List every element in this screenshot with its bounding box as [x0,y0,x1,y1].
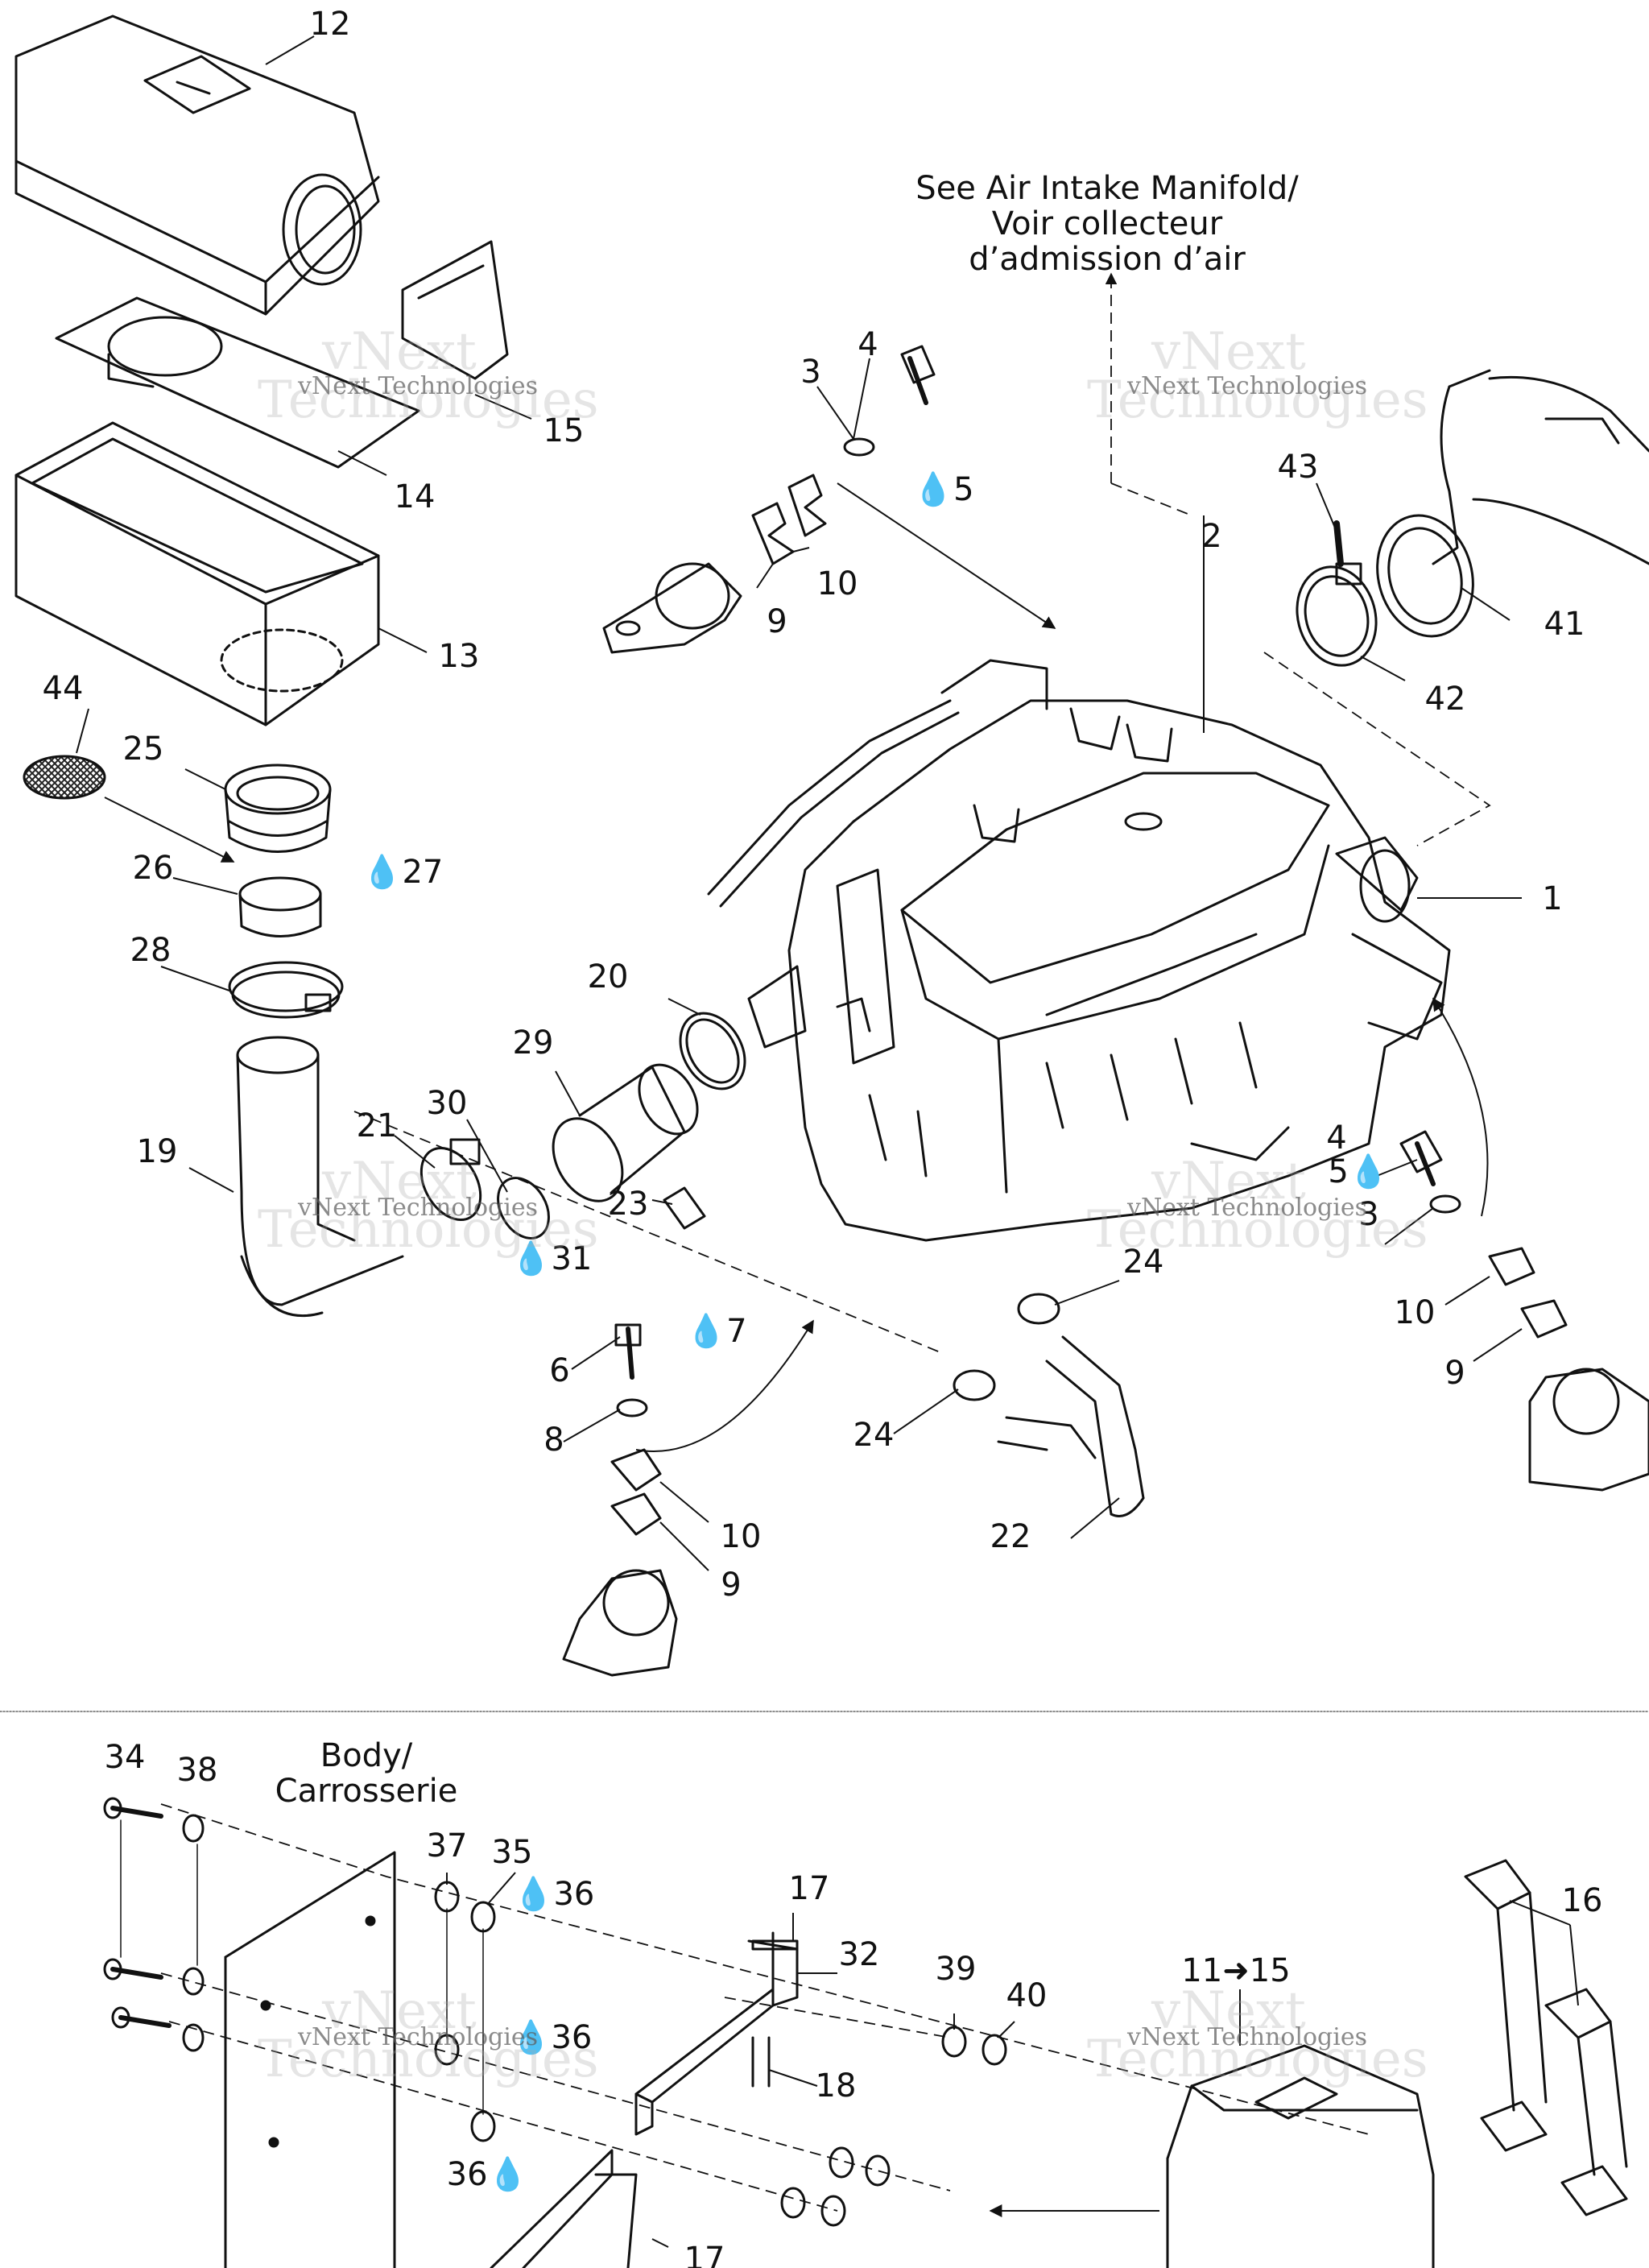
clamp-part-42 [1296,562,1378,667]
callout-5-right: 5💧 [1328,1153,1389,1190]
callout-24-lower: 24 [853,1417,895,1454]
clamp-part-21 [419,1138,482,1222]
screen-part-44 [23,755,106,800]
callout-23: 23 [607,1186,649,1223]
callout-40: 40 [1006,1977,1048,2014]
callout-24-upper: 24 [1122,1244,1164,1281]
callout-28: 28 [130,932,172,969]
callout-4-right: 4 [1326,1120,1347,1157]
clamp-part-24-b [953,1369,996,1401]
callout-11-15: 11➜15 [1181,1952,1291,1989]
callout-43: 43 [1277,449,1319,486]
callout-9-top: 9 [767,603,787,640]
callout-25: 25 [122,730,164,768]
pin-part-18 [751,2036,771,2088]
adaptor-part-25 [224,764,332,853]
callout-35: 35 [491,1834,533,1871]
callout-42: 42 [1424,681,1466,718]
callout-9-right: 9 [1444,1355,1465,1392]
callout-17-upper: 17 [788,1870,830,1907]
callout-39: 39 [935,1951,977,1988]
callout-6: 6 [549,1352,570,1389]
strap-part-16 [1464,1859,1628,2216]
callout-31: 💧31 [510,1240,593,1277]
callout-21: 21 [356,1107,398,1144]
mount-assembly-right [1399,1130,1649,1492]
intake-scoop [401,240,509,380]
bolt-part-34 [103,1797,172,2029]
callout-3-right: 3 [1358,1196,1379,1233]
airbox-cover-part-12 [14,14,380,316]
callout-8: 8 [543,1422,564,1459]
callout-36-upper: 💧36 [513,1876,595,1913]
callout-26: 26 [132,850,174,887]
callout-16: 16 [1561,1882,1603,1919]
callout-1: 1 [1542,880,1563,917]
callout-32: 32 [838,1936,880,1973]
pin-part-43 [1333,520,1344,567]
ring-part-26 [238,876,322,937]
engine-part-1 [707,659,1451,1242]
callout-41: 41 [1544,606,1585,643]
callout-44: 44 [42,670,84,707]
callout-13: 13 [438,638,480,675]
callout-17-lower: 17 [684,2241,725,2268]
callout-2: 2 [1201,518,1222,555]
washer-part-38 [182,1814,205,2052]
clamp-part-24-a [1017,1293,1060,1325]
hose-part-22 [997,1335,1145,1517]
alignment-lines [120,1819,198,1966]
callout-27: 💧27 [362,854,444,891]
callout-5-top: 💧5 [913,471,974,508]
mount-assembly-bottom [562,1323,678,1677]
gasket-part-14 [55,296,420,469]
washer-part-39 [780,2026,967,2219]
callout-14: 14 [394,478,436,515]
callout-10-bottom: 10 [720,1518,762,1555]
callout-22: 22 [990,1518,1031,1555]
callout-37: 37 [426,1827,468,1864]
clamp-part-20 [679,1012,746,1091]
air-intake-manifold-note: See Air Intake Manifold/ Voir collecteur… [915,170,1299,278]
callout-10-top: 10 [816,565,858,602]
exhaust-manifold-part-41 [1376,369,1649,638]
callout-34: 34 [104,1739,146,1776]
callout-9-bottom: 9 [721,1566,742,1604]
callout-10-right: 10 [1394,1294,1436,1331]
callout-36-lower: 36💧 [446,2156,528,2193]
callout-3-top: 3 [800,354,821,391]
ring-part-30 [497,1177,550,1240]
callout-18: 18 [815,2067,857,2105]
clamp-part-28 [228,961,344,1019]
callout-36-middle: 💧36 [510,2019,593,2056]
callout-4-top: 4 [858,326,878,363]
adaptor-part-29 [552,1063,699,1202]
callout-7: 💧7 [686,1313,747,1350]
callout-12: 12 [309,6,351,43]
nut-part-40 [820,2034,1007,2227]
fitting-part-23 [663,1186,706,1230]
callout-30: 30 [426,1085,468,1122]
callout-20: 20 [587,958,629,995]
hose-part-19 [236,1036,404,1318]
callout-29: 29 [512,1024,554,1062]
airbox-base-part-13 [14,421,380,726]
callout-38: 38 [176,1752,218,1789]
bracket-part-17 [751,1931,799,1999]
lower-bracket [490,2149,638,2268]
callout-19: 19 [136,1133,178,1170]
body-panel [224,1851,396,2268]
airbox-assembly [1166,2044,1435,2268]
callout-15: 15 [543,412,585,449]
mount-assembly-top [602,345,936,654]
body-note: Body/ Carrosserie [275,1737,458,1810]
